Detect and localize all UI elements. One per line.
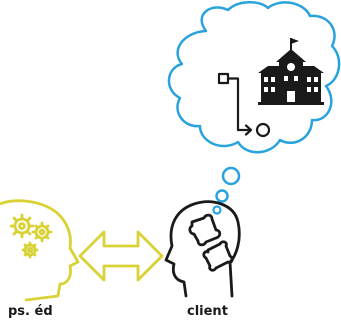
thought-bubble-small bbox=[212, 205, 222, 215]
head-with-gears-icon bbox=[0, 199, 80, 302]
label-client: client bbox=[187, 304, 228, 319]
school-building-icon bbox=[258, 38, 324, 105]
double-arrow-icon bbox=[78, 230, 164, 282]
head-with-puzzle-icon bbox=[164, 200, 241, 298]
thought-cloud-icon bbox=[167, 1, 341, 154]
square-to-circle-arrow-icon bbox=[217, 72, 271, 138]
label-ps-ed: ps. éd bbox=[8, 304, 53, 319]
thought-bubble-medium bbox=[215, 189, 229, 203]
thought-bubble-large bbox=[221, 166, 241, 186]
